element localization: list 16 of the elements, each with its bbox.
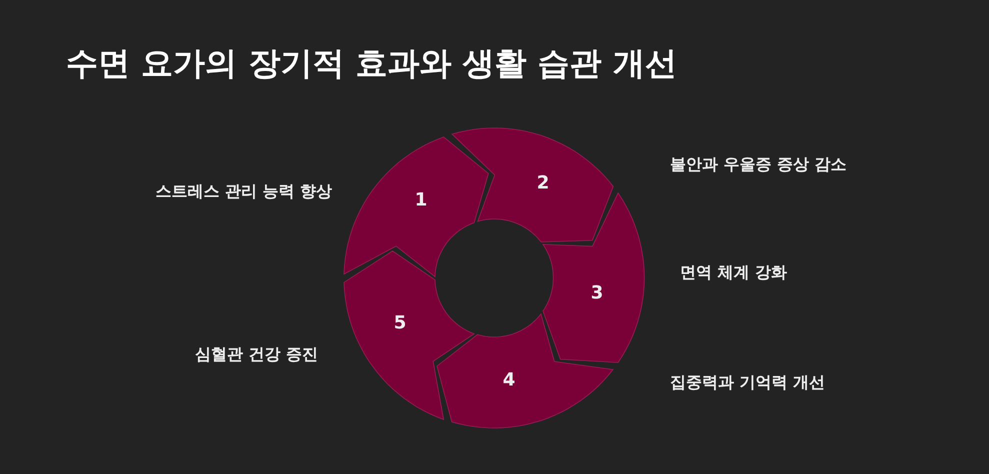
cycle-segment [344,136,488,276]
cycle-segment [344,250,474,420]
step-label: 면역 체계 강화 [680,262,788,284]
step-label: 스트레스 관리 능력 향상 [155,182,332,202]
step-number: 3 [590,282,604,304]
step-label: 불안과 우울증 증상 감소 [670,154,847,176]
title: 수면 요가의 장기적 효과와 생활 습관 개선 [66,43,677,84]
step-number: 5 [394,312,406,334]
step-number: 2 [536,172,550,194]
cycle-segment [452,128,613,242]
step-number: 1 [414,189,428,210]
step-label: 심혈관 건강 증진 [194,344,318,366]
cycle-segment [542,193,644,363]
step-number: 4 [502,369,516,390]
cycle-segment [436,314,613,428]
step-label: 집중력과 기억력 개선 [670,372,826,394]
